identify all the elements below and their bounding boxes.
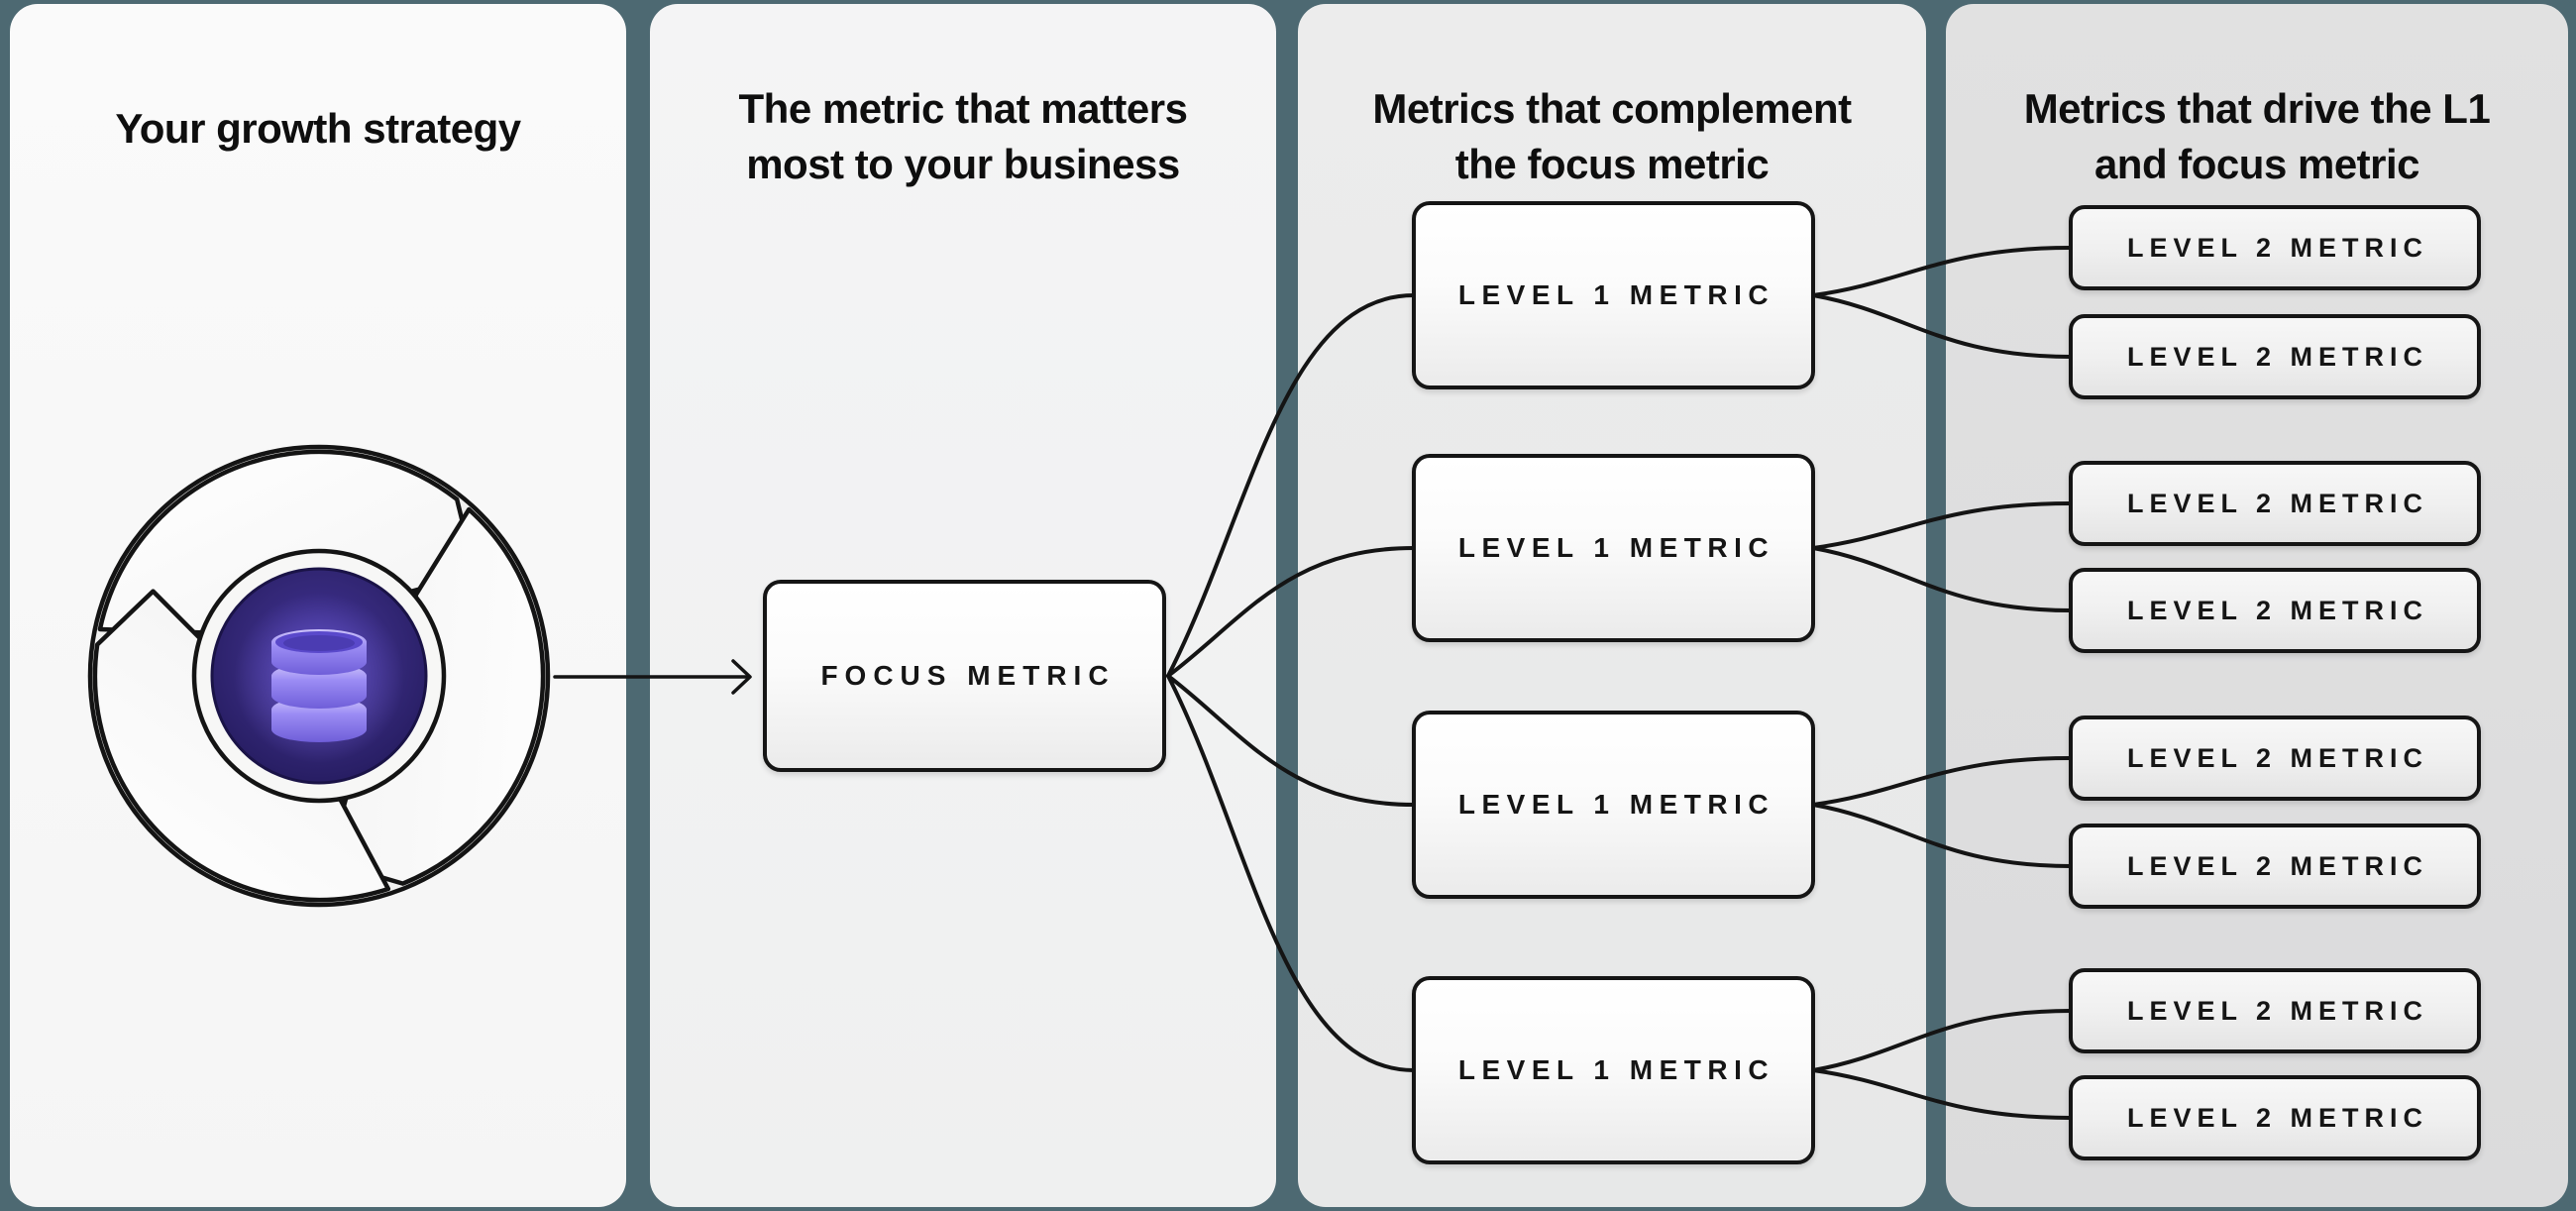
level2-metric-label: LEVEL 2 METRIC — [2126, 742, 2429, 773]
level2-metric-label: LEVEL 2 METRIC — [2126, 995, 2429, 1026]
database-icon — [234, 593, 404, 763]
level2-metric-box: LEVEL 2 METRIC — [2069, 205, 2481, 290]
level1-metric-box: LEVEL 1 METRIC — [1412, 976, 1815, 1164]
title-line: the focus metric — [1454, 141, 1770, 187]
level2-metric-label: LEVEL 2 METRIC — [2126, 595, 2429, 625]
title-line: Your growth strategy — [115, 105, 521, 152]
level1-metric-label: LEVEL 1 METRIC — [1457, 532, 1775, 563]
level2-metric-box: LEVEL 2 METRIC — [2069, 314, 2481, 399]
flywheel-icon — [87, 444, 551, 908]
title-line: and focus metric — [2093, 141, 2420, 187]
title-line: most to your business — [746, 141, 1180, 187]
panel-title-level2-metrics: Metrics that drive the L1 and focus metr… — [1946, 81, 2568, 192]
level1-metric-box: LEVEL 1 METRIC — [1412, 201, 1815, 389]
level2-metric-box: LEVEL 2 METRIC — [2069, 824, 2481, 909]
level1-metric-label: LEVEL 1 METRIC — [1457, 789, 1775, 820]
level2-metric-label: LEVEL 2 METRIC — [2126, 232, 2429, 263]
title-line: The metric that matters — [738, 85, 1188, 132]
panel-title-focus-metric: The metric that matters most to your bus… — [650, 81, 1276, 192]
level2-metric-box: LEVEL 2 METRIC — [2069, 1075, 2481, 1160]
level1-metric-box: LEVEL 1 METRIC — [1412, 711, 1815, 899]
level1-metric-label: LEVEL 1 METRIC — [1457, 279, 1775, 310]
level2-metric-label: LEVEL 2 METRIC — [2126, 341, 2429, 372]
level2-metric-box: LEVEL 2 METRIC — [2069, 568, 2481, 653]
level2-metric-label: LEVEL 2 METRIC — [2126, 1102, 2429, 1133]
level1-metric-box: LEVEL 1 METRIC — [1412, 454, 1815, 642]
focus-metric-box: FOCUS METRIC — [763, 580, 1166, 772]
level2-metric-label: LEVEL 2 METRIC — [2126, 488, 2429, 518]
title-line: Metrics that drive the L1 — [2023, 85, 2491, 132]
panel-title-level1-metrics: Metrics that complement the focus metric — [1298, 81, 1926, 192]
level2-metric-label: LEVEL 2 METRIC — [2126, 850, 2429, 881]
title-line: Metrics that complement — [1372, 85, 1852, 132]
panel-title-growth-strategy: Your growth strategy — [10, 73, 626, 184]
level2-metric-box: LEVEL 2 METRIC — [2069, 461, 2481, 546]
level1-metric-label: LEVEL 1 METRIC — [1457, 1054, 1775, 1085]
focus-metric-label: FOCUS METRIC — [820, 660, 1116, 691]
level2-metric-box: LEVEL 2 METRIC — [2069, 716, 2481, 801]
level2-metric-box: LEVEL 2 METRIC — [2069, 968, 2481, 1053]
